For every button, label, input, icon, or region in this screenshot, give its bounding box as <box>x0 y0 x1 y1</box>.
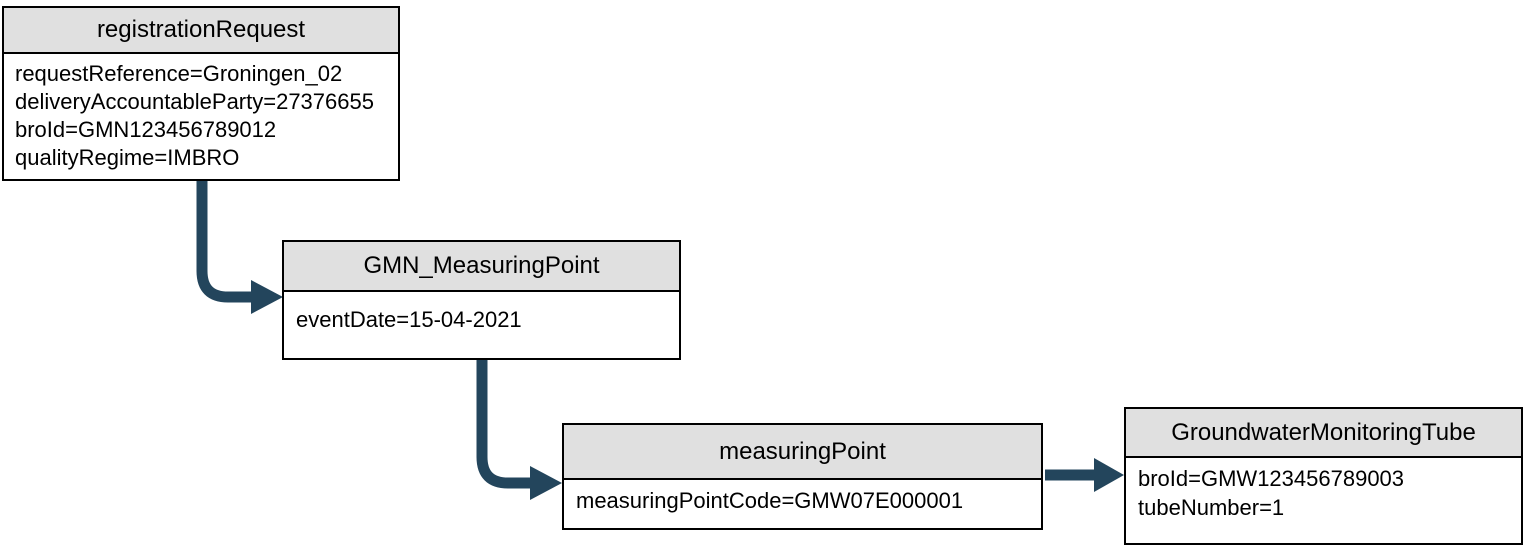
edge-gmn-measuringpoint-to-measuringpoint <box>476 360 562 500</box>
arrowhead-icon <box>251 280 283 314</box>
node-attribute: tubeNumber=1 <box>1138 495 1285 520</box>
node-attribute: requestReference=Groningen_02 <box>15 61 343 86</box>
node-groundwater-monitoring-tube: GroundwaterMonitoringTube broId=GMW12345… <box>1124 407 1523 545</box>
node-attribute: eventDate=15-04-2021 <box>296 307 522 332</box>
edge-registrationrequest-to-gmn-measuringpoint <box>196 181 283 314</box>
arrowhead-icon <box>1094 458 1124 492</box>
edge-line <box>476 360 531 489</box>
edge-measuringpoint-to-groundwatermonitoringtube <box>1045 458 1124 492</box>
node-attribute: broId=GMW123456789003 <box>1138 466 1405 491</box>
node-registration-request: registrationRequest requestReference=Gro… <box>2 6 400 181</box>
edge-line <box>196 181 252 303</box>
node-attribute: deliveryAccountableParty=27376655 <box>15 89 374 114</box>
node-title: measuringPoint <box>564 425 1041 480</box>
node-attribute: qualityRegime=IMBRO <box>15 145 240 170</box>
node-title: GMN_MeasuringPoint <box>284 242 679 292</box>
node-title: GroundwaterMonitoringTube <box>1126 409 1521 458</box>
arrowhead-icon <box>530 466 562 500</box>
node-gmn-measuring-point: GMN_MeasuringPoint eventDate=15-04-2021 <box>282 240 681 360</box>
node-measuring-point: measuringPoint measuringPointCode=GMW07E… <box>562 423 1043 530</box>
node-attributes: broId=GMW123456789003 tubeNumber=1 <box>1126 458 1521 522</box>
node-attributes: eventDate=15-04-2021 <box>284 292 679 334</box>
node-attributes: requestReference=Groningen_02 deliveryAc… <box>4 54 398 172</box>
node-attributes: measuringPointCode=GMW07E000001 <box>564 480 1041 515</box>
node-title: registrationRequest <box>4 8 398 54</box>
node-attribute: measuringPointCode=GMW07E000001 <box>576 488 964 513</box>
node-attribute: broId=GMN123456789012 <box>15 117 277 142</box>
